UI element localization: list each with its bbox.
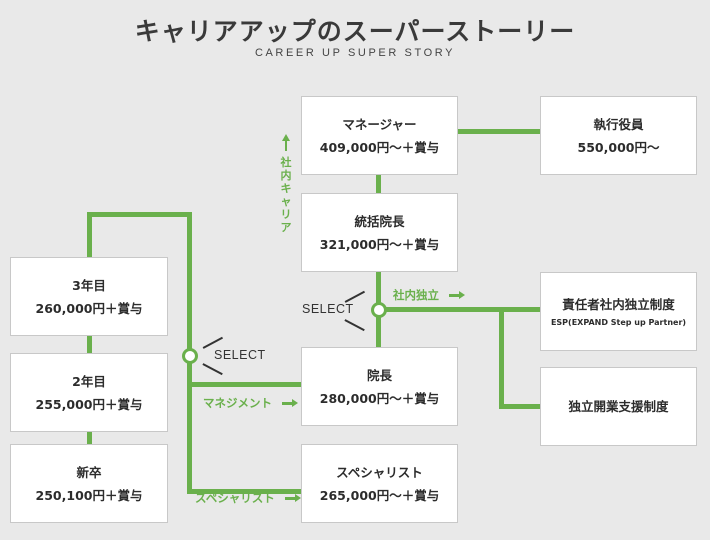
select-1-tick-upper [202, 336, 223, 349]
entry-level-salary: 255,000円＋賞与 [35, 396, 143, 412]
connector-top-horizontal [87, 212, 191, 217]
page-title: キャリアアップのスーパーストーリー [134, 17, 576, 46]
select-1-tick-lower [202, 363, 223, 375]
position-independence: 独立開業支援制度 [540, 367, 697, 446]
position-esp: 責任者社内独立制度 ESP(EXPAND Step up Partner) [540, 272, 697, 351]
select-2-tick-lower [344, 319, 365, 331]
path-label-management: マネジメント [203, 395, 298, 411]
connector-manager-to-executive [457, 129, 540, 134]
entry-level-year2: 2年目 255,000円＋賞与 [10, 353, 168, 432]
position-salary: 550,000円〜 [577, 139, 660, 155]
path-label-text: スペシャリスト [195, 491, 275, 505]
entry-level-salary: 250,100円＋賞与 [35, 487, 143, 503]
entry-level-year3: 3年目 260,000円＋賞与 [10, 257, 168, 336]
arrow-up-stem [285, 140, 287, 151]
connector-independence-vertical [499, 307, 504, 409]
position-title: マネージャー [342, 116, 417, 132]
entry-level-new-graduate: 新卒 250,100円＋賞与 [10, 444, 168, 523]
select-2-tick-upper [344, 290, 365, 303]
connector-general-to-manager [376, 174, 381, 194]
entry-level-title: 3年目 [72, 277, 106, 293]
entry-level-title: 新卒 [76, 464, 102, 480]
position-title: 統括院長 [354, 213, 405, 229]
select-label-2: SELECT [302, 302, 354, 316]
path-label-internal-career: 社内キャリア [280, 156, 292, 234]
arrow-up-icon [282, 134, 290, 141]
position-subtitle: ESP(EXPAND Step up Partner) [550, 318, 687, 327]
position-salary: 280,000円〜＋賞与 [319, 390, 440, 406]
arrow-right-icon [282, 399, 298, 407]
position-general-director: 統括院長 321,000円〜＋賞与 [301, 193, 458, 272]
connector-select2-right [378, 307, 540, 312]
connector-to-specialist [187, 489, 301, 494]
position-title: 執行役員 [593, 116, 644, 132]
select-node-1 [182, 348, 198, 364]
path-label-specialist: スペシャリスト [195, 490, 301, 506]
entry-level-salary: 260,000円＋賞与 [35, 300, 143, 316]
path-label-text: 社内独立 [393, 288, 439, 302]
page-subtitle: CAREER UP SUPER STORY [254, 47, 456, 59]
position-title: 院長 [366, 367, 392, 383]
position-director: 院長 280,000円〜＋賞与 [301, 347, 458, 426]
position-salary: 409,000円〜＋賞与 [319, 139, 440, 155]
position-salary: 321,000円〜＋賞与 [319, 236, 440, 252]
position-title: 責任者社内独立制度 [562, 297, 675, 312]
select-label-1: SELECT [214, 348, 266, 362]
select-node-2 [371, 302, 387, 318]
position-manager: マネージャー 409,000円〜＋賞与 [301, 96, 458, 175]
path-label-text: マネジメント [203, 396, 272, 410]
position-title: 独立開業支援制度 [568, 399, 669, 414]
connector-to-director [187, 382, 301, 387]
entry-level-title: 2年目 [72, 373, 106, 389]
arrow-right-icon [284, 494, 301, 502]
position-title: スペシャリスト [336, 464, 423, 480]
arrow-right-icon [449, 291, 465, 299]
connector-to-independence [499, 404, 540, 409]
path-label-internal-independence: 社内独立 [393, 287, 465, 303]
position-executive: 執行役員 550,000円〜 [540, 96, 697, 175]
position-salary: 265,000円〜＋賞与 [319, 487, 440, 503]
position-specialist: スペシャリスト 265,000円〜＋賞与 [301, 444, 458, 523]
